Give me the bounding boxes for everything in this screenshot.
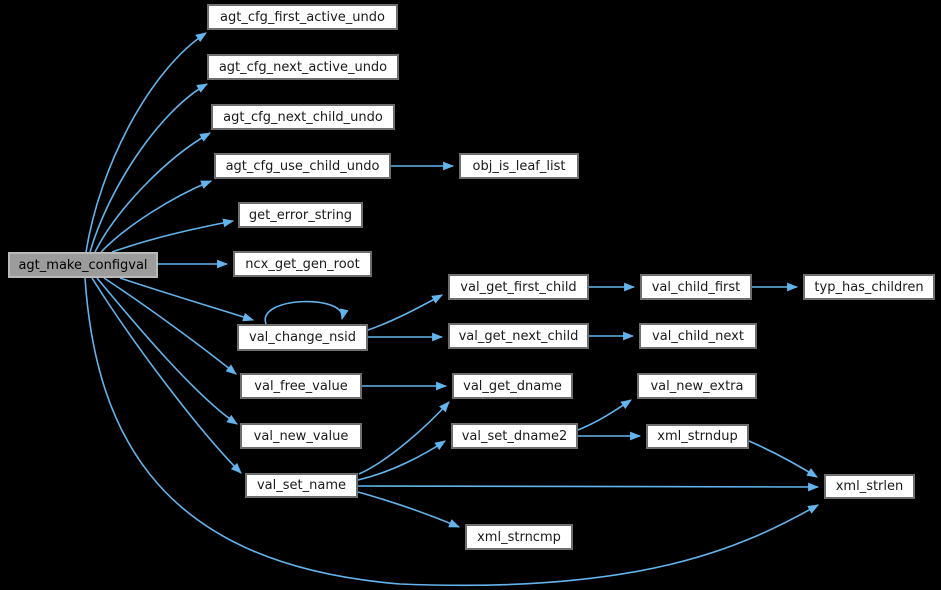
node-val_new_value[interactable]: val_new_value [240,423,362,449]
edge-agt_make_configval-agt_cfg_use_child_undo [100,180,213,253]
node-val_new_extra[interactable]: val_new_extra [637,373,757,399]
edge-agt_make_configval-val_change_nsid [119,277,255,322]
edge-xml_strndup-xml_strlen [748,440,818,478]
node-val_set_name[interactable]: val_set_name [245,473,358,498]
node-agt_cfg_use_child_undo[interactable]: agt_cfg_use_child_undo [214,153,391,179]
node-val_child_first[interactable]: val_child_first [640,274,752,300]
node-agt_make_configval[interactable]: agt_make_configval [8,252,158,278]
node-xml_strlen[interactable]: xml_strlen [824,474,915,499]
node-val_free_value[interactable]: val_free_value [240,373,362,399]
node-obj_is_leaf_list[interactable]: obj_is_leaf_list [459,153,579,179]
node-agt_cfg_first_active_undo[interactable]: agt_cfg_first_active_undo [207,4,398,30]
edge-val_set_name-val_get_dname [358,401,450,475]
node-xml_strndup[interactable]: xml_strndup [646,424,749,449]
node-typ_has_children[interactable]: typ_has_children [803,274,935,300]
node-ncx_get_gen_root[interactable]: ncx_get_gen_root [233,251,372,277]
edge-agt_make_configval-val_new_value [96,277,238,425]
node-agt_cfg_next_active_undo[interactable]: agt_cfg_next_active_undo [207,54,399,80]
edge-val_set_name-val_set_dname2 [357,440,446,481]
edge-val_change_nsid-val_get_first_child [367,294,443,331]
node-val_child_next[interactable]: val_child_next [639,323,757,349]
edge-agt_make_configval-agt_cfg_next_child_undo [94,132,211,253]
edge-agt_make_configval-agt_cfg_first_active_undo [85,32,207,253]
node-get_error_string[interactable]: get_error_string [238,202,363,228]
edge-val_set_name-xml_strlen [357,482,820,492]
edge-val_set_dname2-val_new_extra [577,399,632,431]
edge-agt_make_configval-val_set_name [91,277,242,474]
node-agt_cfg_next_child_undo[interactable]: agt_cfg_next_child_undo [211,104,395,130]
edge-agt_make_configval-get_error_string [111,218,235,253]
edge-val_set_name-xml_strncmp [357,491,461,528]
node-val_get_dname[interactable]: val_get_dname [452,373,573,399]
node-val_get_first_child[interactable]: val_get_first_child [448,274,589,300]
node-val_change_nsid[interactable]: val_change_nsid [237,324,368,351]
node-val_set_dname2[interactable]: val_set_dname2 [451,423,578,449]
node-xml_strncmp[interactable]: xml_strncmp [465,524,573,550]
edge-agt_make_configval-xml_strlen [84,277,819,587]
edge-agt_make_configval-val_free_value [103,277,237,375]
node-val_get_next_child[interactable]: val_get_next_child [448,323,589,349]
edge-agt_make_configval-agt_cfg_next_active_undo [89,83,208,253]
edge-val_change_nsid-self [264,300,349,325]
